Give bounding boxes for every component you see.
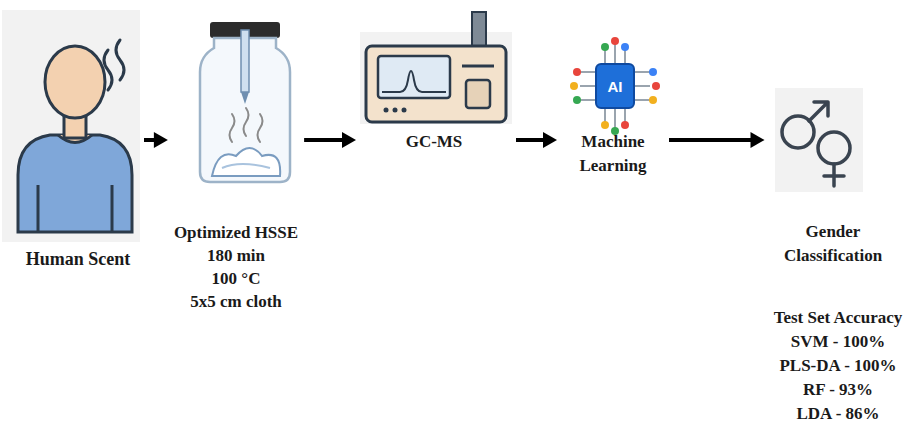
gc-ms-instrument-icon xyxy=(360,12,512,124)
chip-label: AI xyxy=(608,78,623,95)
process-stage: Machine Learning xyxy=(561,36,665,180)
stage-label: Gender Classification xyxy=(771,220,896,268)
result-line: LDA - 86% xyxy=(796,402,879,426)
result-line: 180 min xyxy=(207,244,265,268)
result-line: 5x5 cm cloth xyxy=(190,290,282,314)
process-stage: Gender ClassificationTest Set AccuracySV… xyxy=(769,86,905,428)
person-icon xyxy=(2,10,140,242)
result-line: 100 °C xyxy=(212,267,261,291)
result-line: RF - 93% xyxy=(803,378,873,402)
stage-label: Optimized HSSE xyxy=(174,221,298,245)
gender-symbols-icon xyxy=(775,88,863,192)
flow-arrow xyxy=(304,132,356,148)
process-stage: GC-MS xyxy=(360,10,512,156)
process-stage: Optimized HSSE180 min100 °C5x5 cm cloth xyxy=(172,15,300,316)
flow-arrow xyxy=(516,132,557,148)
stage-label: Human Scent xyxy=(26,247,131,271)
stage-label: Machine Learning xyxy=(563,130,663,178)
result-line: Test Set Accuracy xyxy=(774,306,903,330)
process-stage: Human Scent xyxy=(5,10,140,273)
jar-icon xyxy=(200,22,290,182)
ai-chip-icon xyxy=(570,37,660,135)
result-line: SVM - 100% xyxy=(791,330,885,354)
stage-label: GC-MS xyxy=(406,130,463,154)
result-line: PLS-DA - 100% xyxy=(779,354,896,378)
flow-arrow xyxy=(144,132,168,148)
flow-arrow xyxy=(669,132,765,148)
